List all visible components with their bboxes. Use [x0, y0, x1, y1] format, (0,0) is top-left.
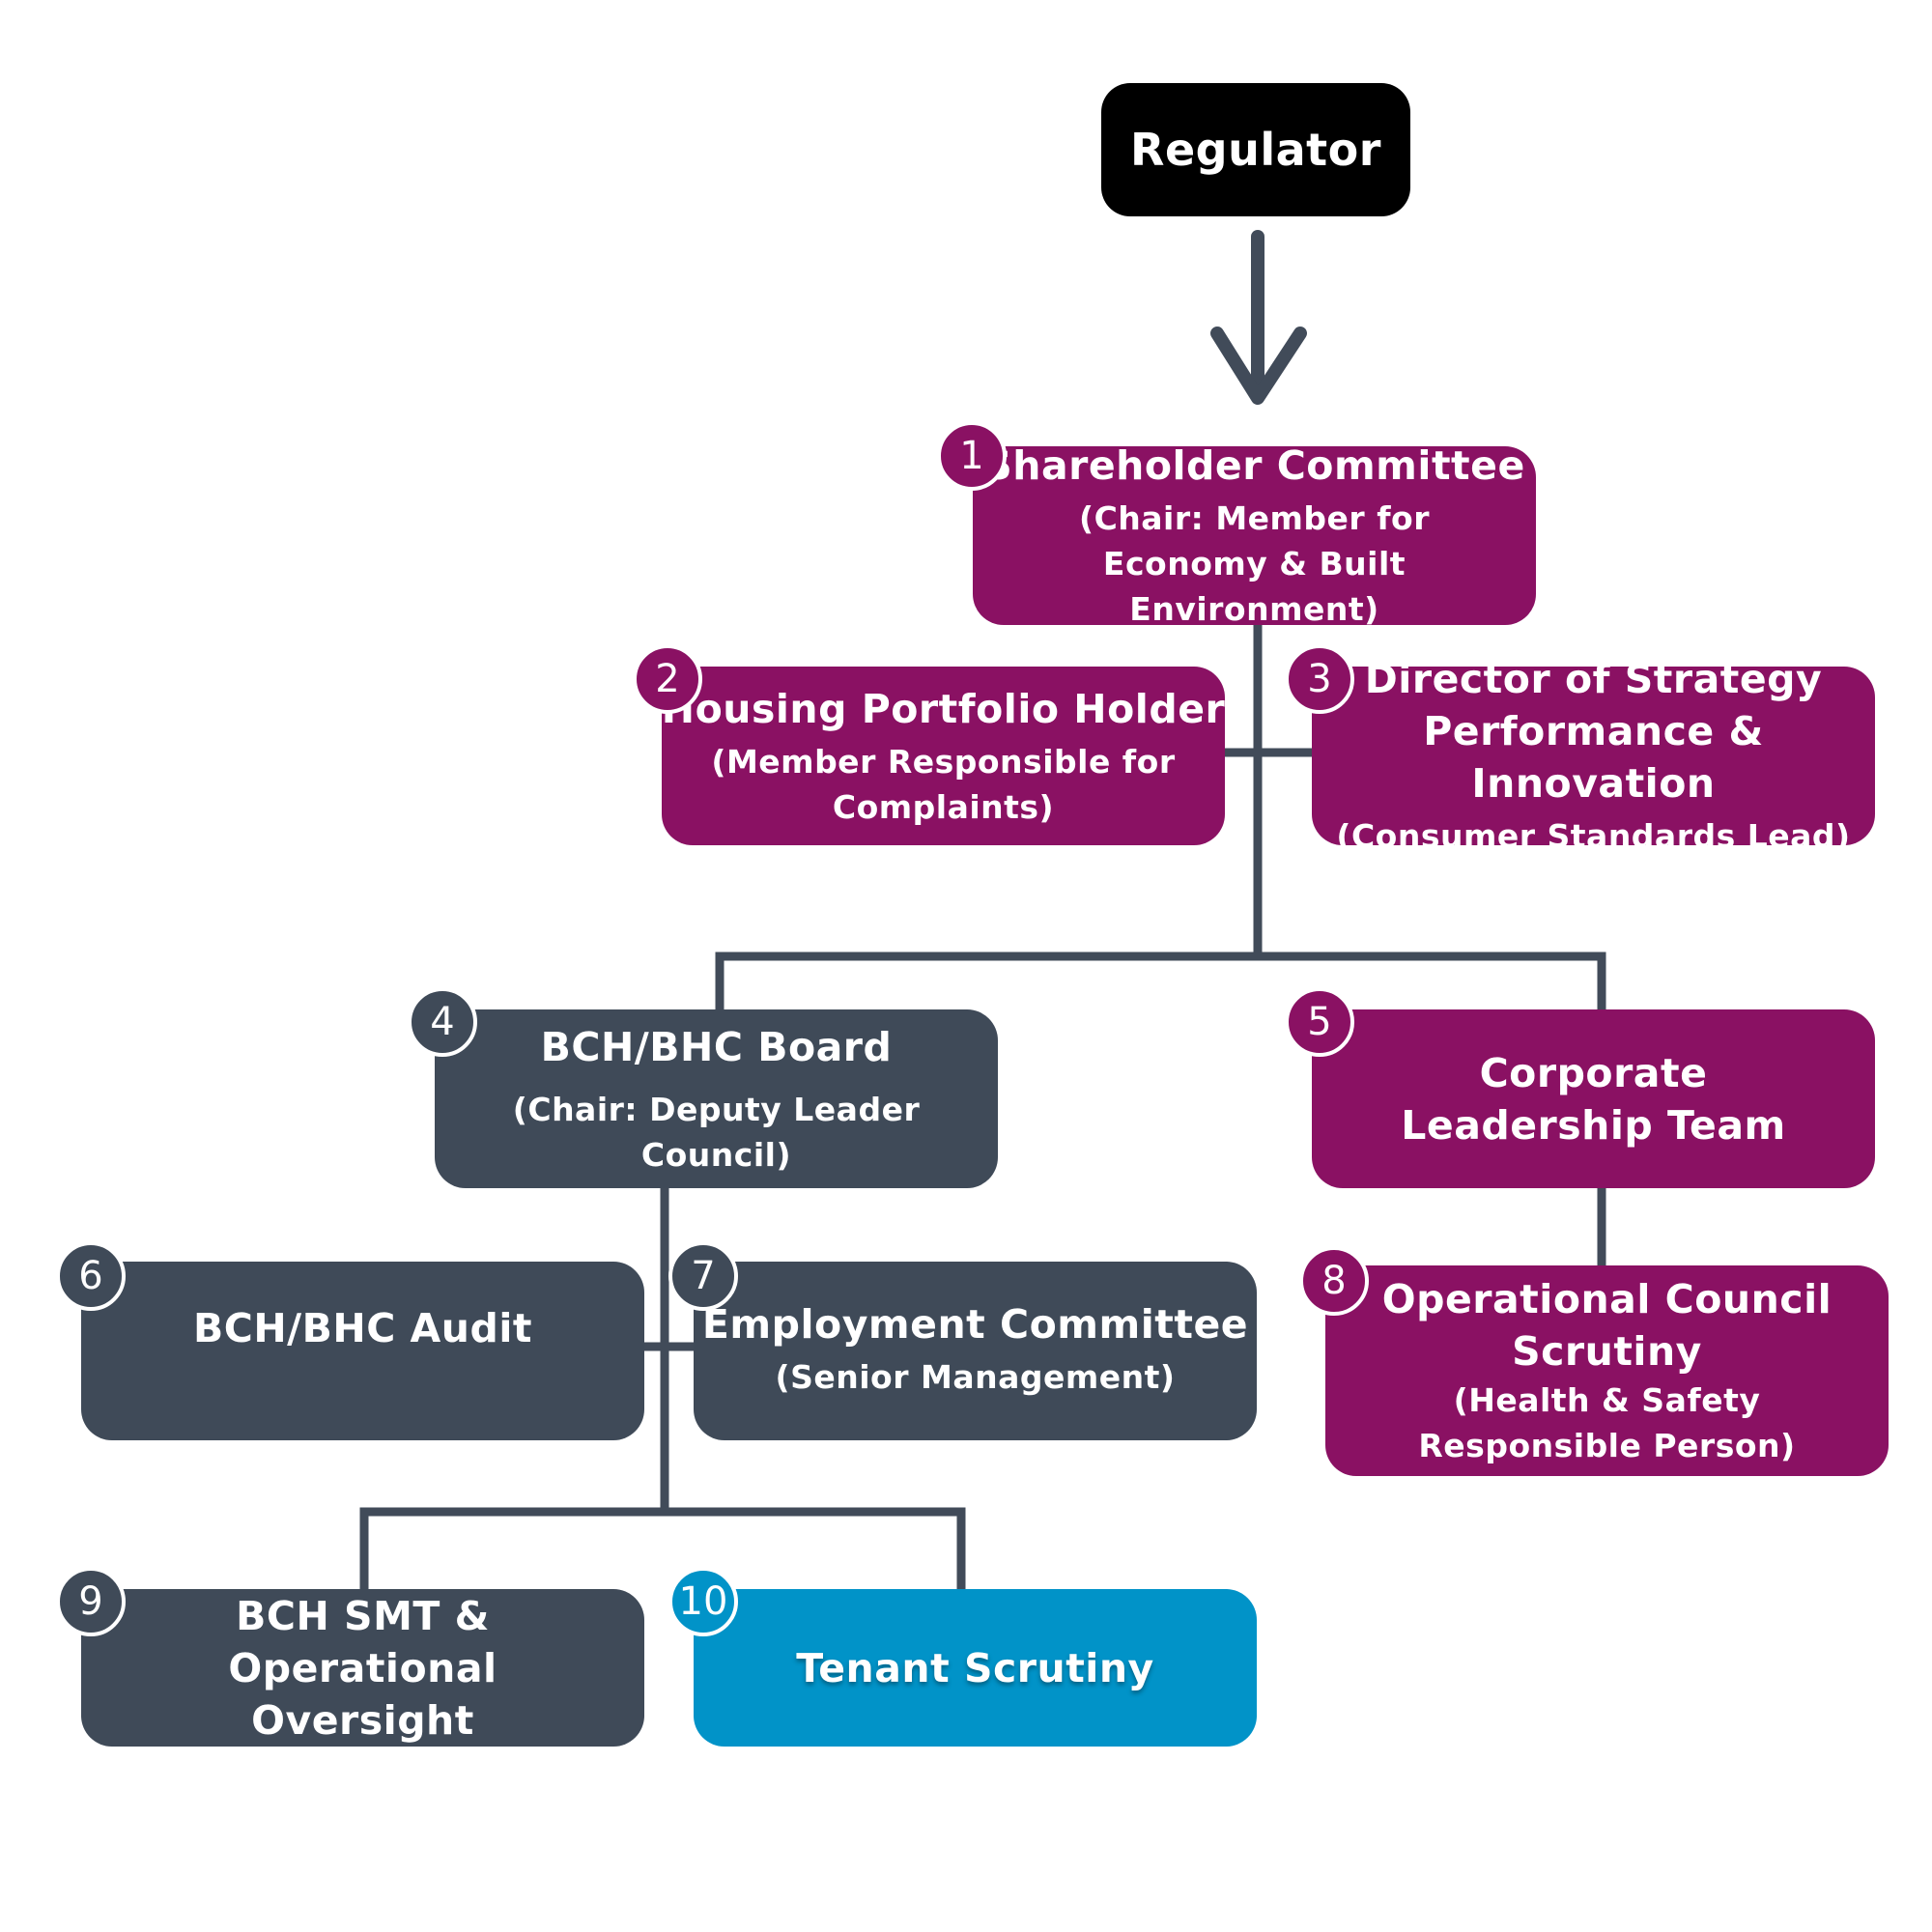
- regulator-node: Regulator: [1101, 83, 1410, 216]
- badge-3: 3: [1285, 644, 1354, 714]
- badge-10: 10: [668, 1567, 738, 1636]
- employment-committee-subtitle: (Senior Management): [775, 1358, 1176, 1396]
- arrow-down-icon: [1210, 230, 1307, 405]
- shareholder-committee-title: Shareholder Committee: [983, 442, 1525, 489]
- badge-7: 7: [668, 1241, 738, 1311]
- director-strategy-subtitle: (Consumer Standards Lead): [1336, 817, 1851, 855]
- node-tenant-scrutiny: Tenant Scrutiny: [694, 1589, 1257, 1747]
- badge-1: 1: [937, 421, 1007, 491]
- badge-9: 9: [56, 1567, 126, 1636]
- node-employment-committee: Employment Committee (Senior Management): [694, 1262, 1257, 1440]
- operational-council-scrutiny-subtitle: (Health & Safety Responsible Person): [1418, 1381, 1796, 1464]
- badge-5: 5: [1285, 987, 1354, 1057]
- shareholder-committee-subtitle: (Chair: Member for Economy & Built Envir…: [1078, 499, 1430, 628]
- corporate-leadership-team-title: Corporate Leadership Team: [1401, 1049, 1786, 1149]
- node-corporate-leadership-team: Corporate Leadership Team: [1312, 1009, 1875, 1188]
- badge-6: 6: [56, 1241, 126, 1311]
- node-housing-portfolio-holder: Housing Portfolio Holder (Member Respons…: [662, 667, 1225, 845]
- regulator-label: Regulator: [1130, 124, 1381, 176]
- node-bch-bhc-audit: BCH/BHC Audit: [81, 1262, 644, 1440]
- bch-smt-title: BCH SMT & Operational Oversight: [228, 1592, 497, 1744]
- node-bch-bhc-board: BCH/BHC Board (Chair: Deputy Leader Coun…: [435, 1009, 998, 1188]
- bch-bhc-audit-title: BCH/BHC Audit: [193, 1305, 532, 1351]
- badge-4: 4: [408, 987, 477, 1057]
- bch-bhc-board-title: BCH/BHC Board: [540, 1023, 893, 1070]
- node-operational-council-scrutiny: Operational Council Scrutiny (Health & S…: [1325, 1265, 1889, 1476]
- badge-2: 2: [633, 644, 702, 714]
- node-shareholder-committee: Shareholder Committee (Chair: Member for…: [973, 442, 1536, 628]
- badge-8: 8: [1299, 1246, 1369, 1316]
- operational-council-scrutiny-title: Operational Council Scrutiny: [1381, 1276, 1833, 1375]
- node-director-strategy: Director of Strategy Performance & Innov…: [1312, 656, 1875, 855]
- employment-committee-title: Employment Committee: [701, 1301, 1249, 1348]
- housing-portfolio-holder-title: Housing Portfolio Holder: [661, 685, 1226, 732]
- tenant-scrutiny-title: Tenant Scrutiny: [796, 1644, 1154, 1691]
- node-bch-smt: BCH SMT & Operational Oversight: [81, 1589, 644, 1747]
- housing-portfolio-holder-subtitle: (Member Responsible for Complaints): [711, 742, 1176, 826]
- director-strategy-title: Director of Strategy Performance & Innov…: [1364, 656, 1823, 807]
- bch-bhc-board-subtitle: (Chair: Deputy Leader Council): [512, 1090, 921, 1174]
